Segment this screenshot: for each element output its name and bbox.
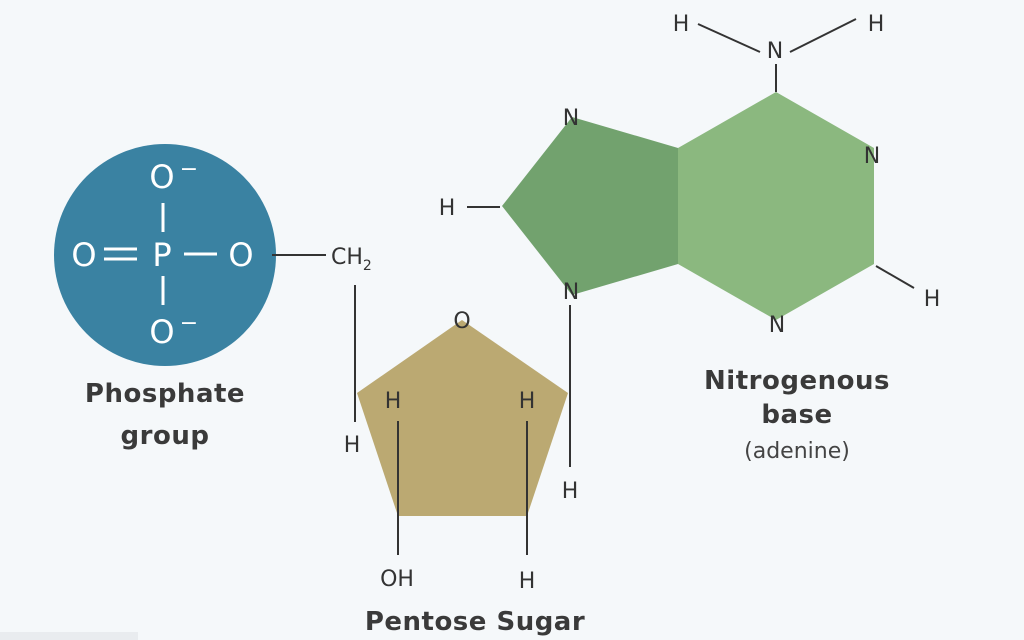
phosphate-o-bottom: O — [149, 313, 174, 351]
base-n9: N — [563, 280, 579, 305]
phosphate-o-top: O — [149, 158, 174, 196]
base-bond-c2-h — [875, 265, 915, 289]
ch2-label: CH2 — [331, 245, 372, 274]
pentose-ring — [357, 320, 568, 516]
phosphate-o-right: O — [228, 236, 253, 274]
base-n3: N — [769, 313, 785, 338]
base-n7: N — [563, 106, 579, 131]
base-label-line3: (adenine) — [744, 439, 850, 464]
sugar-h-left-outer: H — [344, 433, 361, 458]
base-label-line2: base — [761, 400, 832, 430]
phosphate-label-line2: group — [121, 421, 210, 451]
sugar-h-bottom-right: H — [519, 569, 536, 594]
base-n1: N — [864, 144, 880, 169]
base-six-ring — [678, 92, 874, 320]
phosphate-p: P — [152, 236, 171, 274]
base-h-c8: H — [439, 196, 456, 221]
amino-h-left: H — [673, 12, 690, 37]
sugar-h-right-inner: H — [519, 389, 536, 414]
phosphate-o-left: O — [71, 236, 96, 274]
phosphate-circle — [54, 144, 276, 366]
base-h-below-n9: H — [562, 479, 579, 504]
footer-strip — [0, 632, 138, 640]
sugar-h-left-inner: H — [385, 389, 402, 414]
phosphate-label-line1: Phosphate — [85, 379, 245, 409]
sugar-oh: OH — [380, 567, 414, 592]
base-five-ring — [502, 117, 678, 295]
amino-bond-right — [789, 18, 857, 53]
amino-h-right: H — [868, 12, 885, 37]
sugar-ring-oxygen: O — [453, 309, 470, 334]
amino-n: N — [767, 39, 783, 64]
amino-bond-left — [697, 23, 761, 53]
sugar-label: Pentose Sugar — [365, 607, 585, 637]
base-h-c2: H — [924, 287, 941, 312]
phosphate-charge-bottom: − — [180, 311, 198, 336]
base-label-line1: Nitrogenous — [704, 366, 890, 396]
phosphate-charge-top: − — [180, 157, 198, 182]
